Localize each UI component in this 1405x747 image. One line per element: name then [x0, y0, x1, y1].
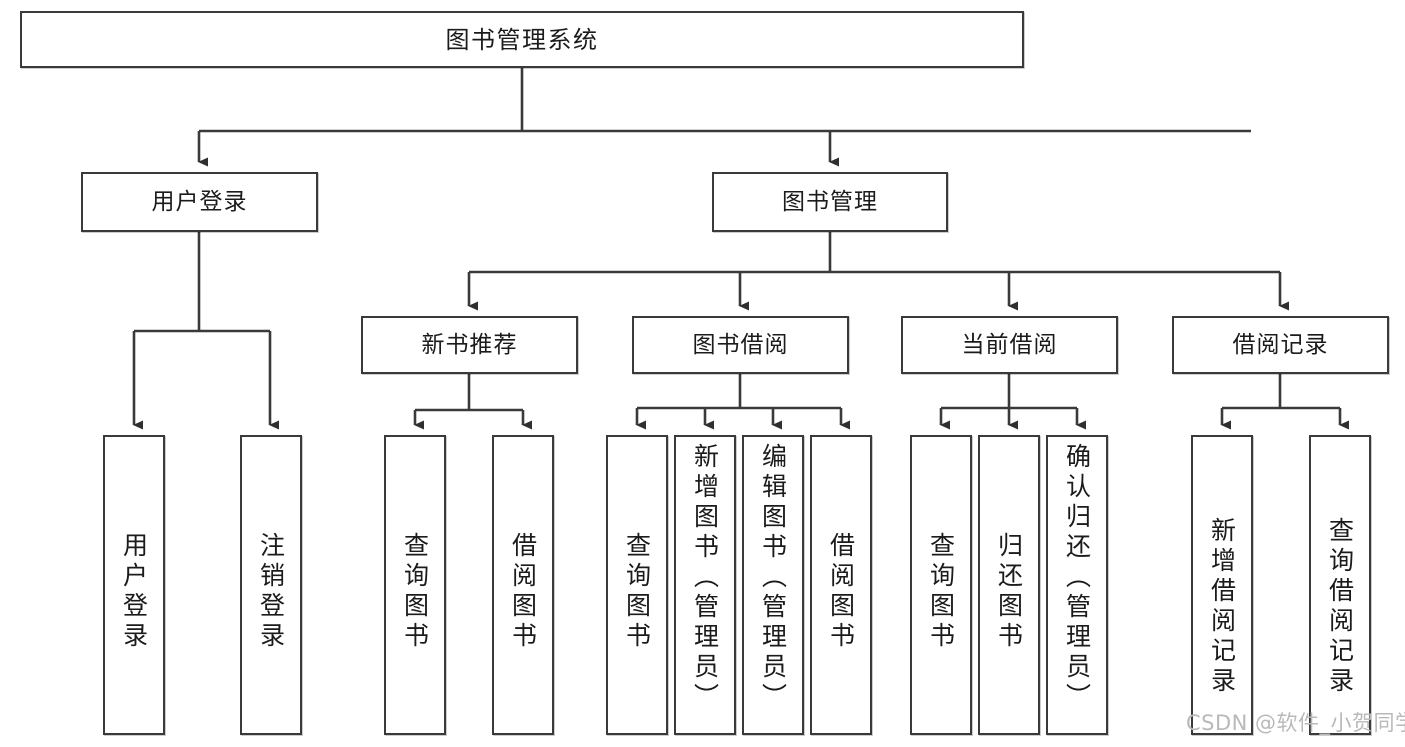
node-current-borrow[interactable]: 当前借阅 — [901, 316, 1118, 374]
node-leaf-query-book-2[interactable]: 查询图书 — [606, 435, 668, 735]
node-borrow-record[interactable]: 借阅记录 — [1172, 316, 1389, 374]
node-new-book-recommend-label: 新书推荐 — [421, 331, 518, 358]
node-leaf-query-book-3-label: 查询图书 — [926, 532, 956, 652]
node-leaf-user-logout-label: 注销登录 — [256, 532, 286, 652]
node-new-book-recommend[interactable]: 新书推荐 — [361, 316, 578, 374]
node-leaf-query-record-label: 查询借阅记录 — [1325, 517, 1355, 697]
node-leaf-user-login[interactable]: 用户登录 — [103, 435, 165, 735]
node-leaf-add-book-label: 新增图书（管理员） — [690, 443, 720, 713]
node-borrow-record-label: 借阅记录 — [1232, 331, 1329, 358]
watermark: CSDN @软件_小贺同学 — [1186, 711, 1405, 735]
node-root-label: 图书管理系统 — [445, 25, 599, 54]
node-leaf-edit-book[interactable]: 编辑图书（管理员） — [742, 435, 804, 735]
node-current-borrow-label: 当前借阅 — [961, 331, 1058, 358]
node-leaf-confirm-return-label: 确认归还（管理员） — [1062, 443, 1092, 713]
node-book-manage-label: 图书管理 — [782, 188, 878, 215]
node-leaf-add-record[interactable]: 新增借阅记录 — [1191, 435, 1253, 735]
node-root[interactable]: 图书管理系统 — [20, 11, 1024, 68]
node-leaf-add-book[interactable]: 新增图书（管理员） — [674, 435, 736, 735]
node-leaf-query-record[interactable]: 查询借阅记录 — [1309, 435, 1371, 735]
node-user-login[interactable]: 用户登录 — [81, 172, 318, 232]
node-leaf-query-book-3[interactable]: 查询图书 — [910, 435, 972, 735]
node-user-login-label: 用户登录 — [151, 188, 248, 215]
node-leaf-borrow-book-2-label: 借阅图书 — [826, 532, 856, 652]
node-leaf-confirm-return[interactable]: 确认归还（管理员） — [1046, 435, 1108, 735]
node-leaf-add-record-label: 新增借阅记录 — [1207, 517, 1237, 697]
node-leaf-borrow-book-1-label: 借阅图书 — [508, 532, 538, 652]
node-book-borrow[interactable]: 图书借阅 — [632, 316, 849, 374]
node-leaf-user-logout[interactable]: 注销登录 — [240, 435, 302, 735]
node-leaf-borrow-book-1[interactable]: 借阅图书 — [492, 435, 554, 735]
node-leaf-query-book-2-label: 查询图书 — [622, 532, 652, 652]
node-leaf-return-book[interactable]: 归还图书 — [978, 435, 1040, 735]
node-leaf-borrow-book-2[interactable]: 借阅图书 — [810, 435, 872, 735]
node-leaf-return-book-label: 归还图书 — [994, 532, 1024, 652]
node-book-manage[interactable]: 图书管理 — [712, 172, 948, 232]
node-leaf-edit-book-label: 编辑图书（管理员） — [758, 443, 788, 713]
node-book-borrow-label: 图书借阅 — [692, 331, 789, 358]
node-leaf-user-login-label: 用户登录 — [119, 532, 149, 652]
node-leaf-query-book-1-label: 查询图书 — [400, 532, 430, 652]
node-leaf-query-book-1[interactable]: 查询图书 — [384, 435, 446, 735]
